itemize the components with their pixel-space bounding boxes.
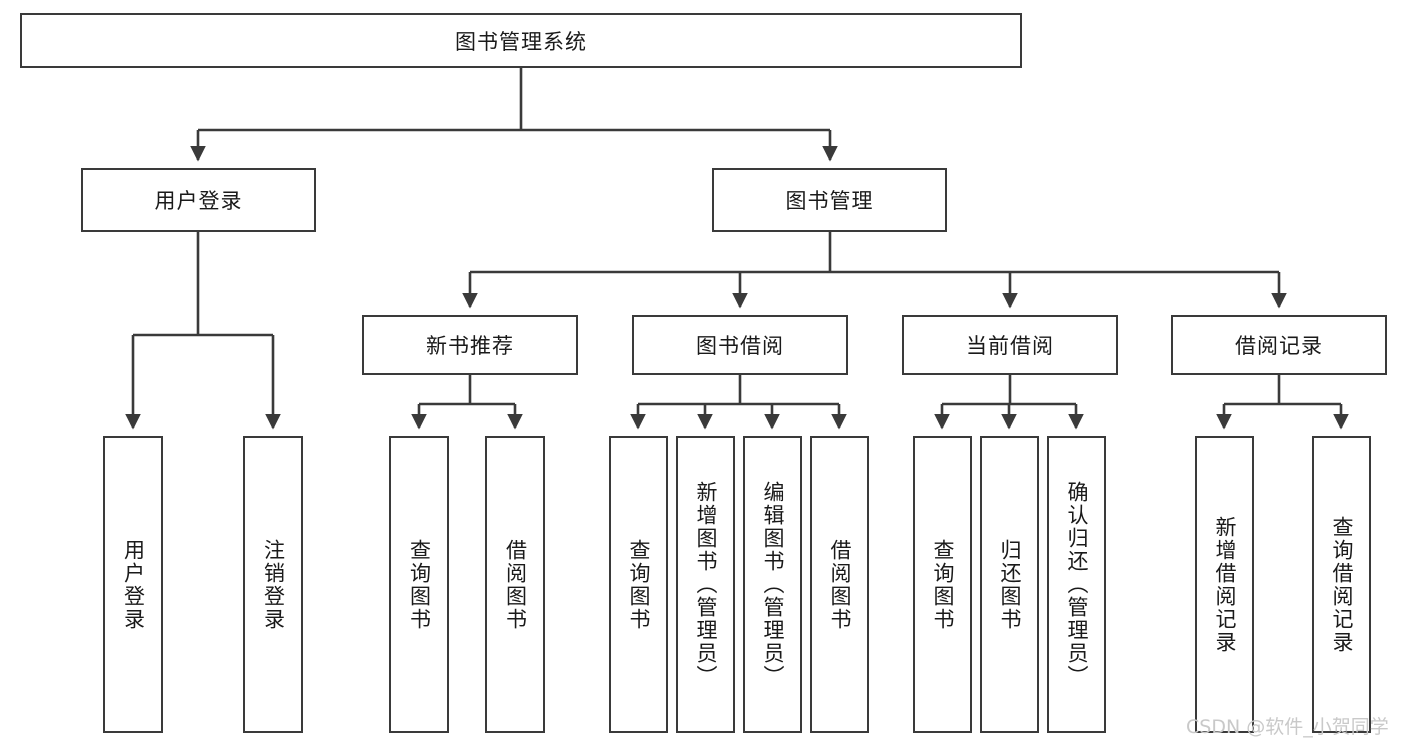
node-root-system-label: 图书管理系统 (455, 29, 587, 54)
node-leaf-user-login[interactable]: 用户登录 (103, 436, 163, 733)
node-new-book-recommend[interactable]: 新书推荐 (362, 315, 578, 375)
node-leaf-add-borrow-record[interactable]: 新增借阅记录 (1195, 436, 1254, 733)
node-leaf-confirm-return-label: 确认归还（管理员） (1065, 481, 1089, 688)
node-leaf-user-logout-label: 注销登录 (261, 538, 286, 631)
node-user-login-label: 用户登录 (154, 189, 243, 213)
node-leaf-add-book[interactable]: 新增图书（管理员） (676, 436, 735, 733)
node-leaf-user-login-label: 用户登录 (121, 538, 146, 631)
node-root-system[interactable]: 图书管理系统 (20, 13, 1022, 68)
node-leaf-query-borrow-record-label: 查询借阅记录 (1330, 515, 1354, 654)
node-borrow-record[interactable]: 借阅记录 (1171, 315, 1387, 375)
csdn-watermark: CSDN @软件_小贺同学 (1186, 716, 1389, 738)
node-leaf-user-logout[interactable]: 注销登录 (243, 436, 303, 733)
node-leaf-edit-book[interactable]: 编辑图书（管理员） (743, 436, 802, 733)
node-book-management-label: 图书管理 (785, 189, 874, 213)
node-leaf-borrow-book-1-label: 借阅图书 (503, 538, 528, 631)
node-book-borrow[interactable]: 图书借阅 (632, 315, 848, 375)
node-leaf-query-book-2[interactable]: 查询图书 (609, 436, 668, 733)
node-book-management[interactable]: 图书管理 (712, 168, 947, 232)
node-leaf-query-book-1-label: 查询图书 (407, 538, 432, 631)
node-leaf-query-book-3[interactable]: 查询图书 (913, 436, 972, 733)
node-leaf-query-book-1[interactable]: 查询图书 (389, 436, 449, 733)
node-leaf-query-book-3-label: 查询图书 (931, 538, 955, 631)
node-leaf-borrow-book-1[interactable]: 借阅图书 (485, 436, 545, 733)
node-current-borrow-label: 当前借阅 (966, 334, 1054, 358)
node-new-book-recommend-label: 新书推荐 (426, 334, 514, 358)
node-leaf-add-borrow-record-label: 新增借阅记录 (1213, 515, 1237, 654)
node-leaf-borrow-book-2-label: 借阅图书 (828, 538, 852, 631)
node-leaf-return-book[interactable]: 归还图书 (980, 436, 1039, 733)
node-current-borrow[interactable]: 当前借阅 (902, 315, 1118, 375)
node-leaf-confirm-return[interactable]: 确认归还（管理员） (1047, 436, 1106, 733)
node-book-borrow-label: 图书借阅 (696, 334, 784, 358)
node-leaf-query-borrow-record[interactable]: 查询借阅记录 (1312, 436, 1371, 733)
node-leaf-query-book-2-label: 查询图书 (627, 538, 651, 631)
node-leaf-add-book-label: 新增图书（管理员） (694, 481, 718, 688)
node-leaf-return-book-label: 归还图书 (998, 538, 1022, 631)
node-leaf-edit-book-label: 编辑图书（管理员） (761, 481, 785, 688)
node-borrow-record-label: 借阅记录 (1235, 334, 1323, 358)
node-user-login[interactable]: 用户登录 (81, 168, 316, 232)
node-leaf-borrow-book-2[interactable]: 借阅图书 (810, 436, 869, 733)
